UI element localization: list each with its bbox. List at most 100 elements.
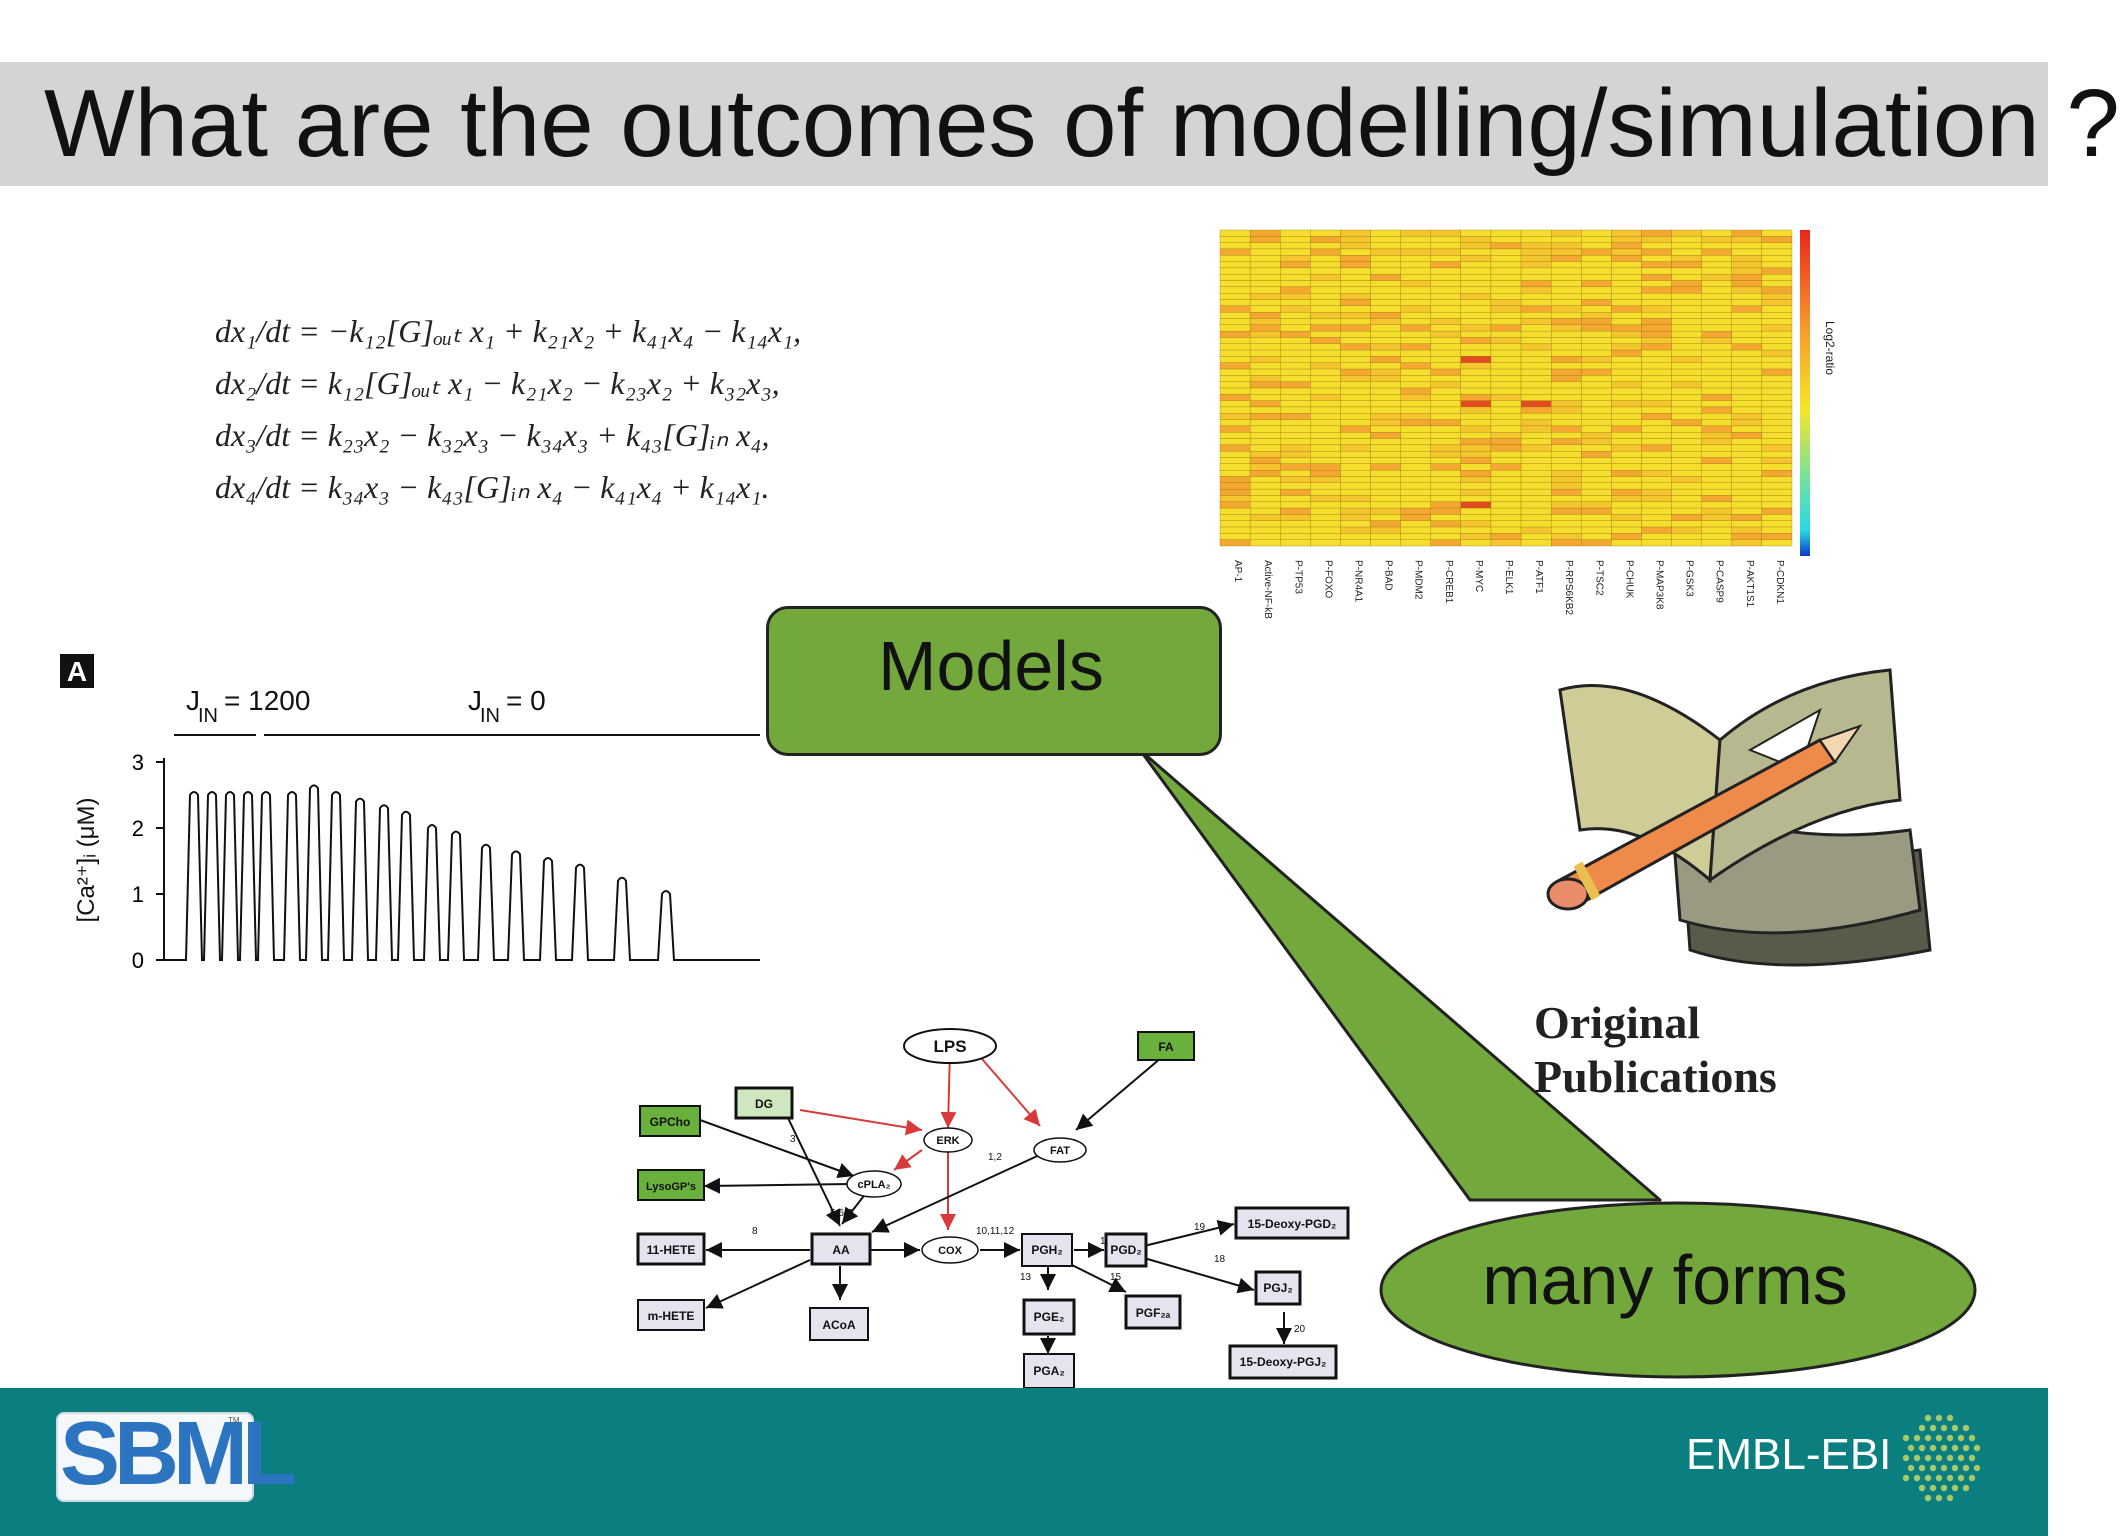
- heatmap-cell: [1430, 413, 1461, 420]
- heatmap-cell: [1581, 394, 1612, 401]
- heatmap-cell: [1400, 274, 1431, 281]
- heatmap-cell: [1460, 394, 1492, 401]
- heatmap-cell: [1761, 324, 1793, 332]
- heatmap-cell: [1611, 394, 1642, 401]
- publications-line-2: Publications: [1534, 1051, 1777, 1102]
- heatmap-cell: [1581, 356, 1612, 363]
- heatmap-cell: [1340, 514, 1371, 521]
- embl-dot: [1929, 1424, 1937, 1432]
- heatmap-cell: [1430, 495, 1461, 502]
- heatmap-cell: [1701, 394, 1732, 401]
- heatmap-cell: [1490, 305, 1522, 313]
- heatmap-cell: [1551, 299, 1582, 306]
- heatmap-cell: [1520, 318, 1552, 325]
- equation-2: dx₂/dt = k₁₂[G]ₒᵤₜ x₁ − k₂₁x₂ − k₂₃x₂ + …: [215, 365, 780, 401]
- heatmap-cell: [1219, 419, 1251, 427]
- heatmap-cell: [1460, 312, 1492, 319]
- heatmap-cell: [1430, 533, 1461, 540]
- heatmap-cell: [1249, 349, 1281, 357]
- models-callout-bubble: [766, 606, 1222, 756]
- heatmap-cell: [1490, 451, 1522, 458]
- heatmap-cell: [1611, 526, 1642, 534]
- heatmap-cell: [1551, 539, 1582, 547]
- heatmap-cell: [1581, 305, 1612, 313]
- heatmap-cell: [1611, 514, 1642, 521]
- heatmap-cell: [1430, 482, 1461, 490]
- node-15deoxy-pgd2: [1234, 1206, 1350, 1240]
- heatmap-cell: [1520, 425, 1552, 433]
- heatmap-cell: [1671, 476, 1702, 483]
- heatmap-cell: [1641, 330, 1672, 338]
- heatmap-cell: [1731, 286, 1763, 294]
- heatmap-cell: [1400, 444, 1431, 452]
- heatmap-cell: [1310, 495, 1341, 502]
- heatmap-cell: [1280, 312, 1311, 319]
- heatmap-cell: [1731, 368, 1763, 376]
- heatmap-cell: [1460, 432, 1492, 439]
- heatmap-cell: [1731, 413, 1763, 420]
- heatmap-cell: [1671, 451, 1702, 458]
- heatmap-cell: [1280, 457, 1311, 464]
- heatmap-cell: [1731, 533, 1763, 540]
- embl-dot: [1918, 1444, 1926, 1452]
- heatmap-column-label: P-TSC2: [1593, 560, 1604, 596]
- heatmap-cell: [1400, 514, 1431, 521]
- heatmap-cell: [1310, 375, 1341, 382]
- heatmap-cell: [1671, 495, 1702, 502]
- heatmap-cell: [1340, 248, 1371, 256]
- heatmap-cell: [1581, 406, 1612, 414]
- heatmap-cell: [1310, 381, 1341, 389]
- embl-dot: [1968, 1434, 1976, 1442]
- embl-dot: [1902, 1434, 1910, 1442]
- heatmap-cell: [1219, 242, 1251, 250]
- heatmap-cell: [1671, 286, 1702, 294]
- node-gpcho: [639, 1105, 701, 1137]
- heatmap-cell: [1671, 248, 1702, 256]
- heatmap-cell: [1761, 368, 1793, 376]
- embl-dot: [1951, 1484, 1959, 1492]
- heatmap-cell: [1701, 330, 1732, 338]
- slide-title: What are the outcomes of modelling/simul…: [44, 70, 2120, 177]
- heatmap-cell: [1581, 438, 1612, 446]
- heatmap-cell: [1671, 280, 1702, 288]
- heatmap-cell: [1310, 413, 1341, 420]
- heatmap-cell: [1761, 286, 1793, 294]
- embl-dot: [1951, 1444, 1959, 1452]
- heatmap-cell: [1340, 274, 1371, 281]
- heatmap-cell: [1370, 261, 1401, 269]
- heatmap-cell: [1219, 406, 1251, 414]
- heatmap-cell: [1490, 280, 1522, 288]
- node-15deoxy-pgd2-label: 15-Deoxy-PGD₂: [1248, 1217, 1337, 1231]
- heatmap-cell: [1520, 457, 1552, 464]
- heatmap-cell: [1460, 451, 1492, 458]
- heatmap-cell: [1701, 419, 1732, 427]
- heatmap-cell: [1340, 280, 1371, 288]
- heatmap-cell: [1611, 356, 1642, 363]
- heatmap-cell: [1460, 495, 1492, 502]
- heatmap-cell: [1460, 463, 1492, 471]
- heatmap-cell: [1731, 400, 1763, 408]
- heatmap-cell: [1430, 305, 1461, 313]
- embl-dot: [1907, 1444, 1915, 1452]
- heatmap-cell: [1520, 413, 1552, 420]
- heatmap-cell: [1490, 406, 1522, 414]
- heatmap-cell: [1490, 299, 1522, 306]
- heatmap-cell: [1340, 368, 1371, 376]
- heatmap-cell: [1551, 305, 1582, 313]
- heatmap-cell: [1701, 242, 1732, 250]
- heatmap-cell: [1551, 495, 1582, 502]
- heatmap-cell: [1611, 488, 1642, 496]
- heatmap-cell: [1280, 343, 1311, 351]
- heatmap-cell: [1551, 451, 1582, 458]
- heatmap-cell: [1280, 381, 1311, 389]
- heatmap-cell: [1370, 305, 1401, 313]
- heatmap-column-label: P-CHUK: [1623, 560, 1634, 599]
- heatmap-cell: [1701, 482, 1732, 490]
- heatmap-cell: [1310, 280, 1341, 288]
- heatmap-cell: [1310, 318, 1341, 325]
- heatmap-cell: [1249, 255, 1281, 262]
- heatmap-cell: [1460, 229, 1492, 237]
- heatmap-cell: [1340, 507, 1371, 515]
- heatmap-cell: [1761, 236, 1793, 243]
- heatmap-cell: [1219, 482, 1251, 490]
